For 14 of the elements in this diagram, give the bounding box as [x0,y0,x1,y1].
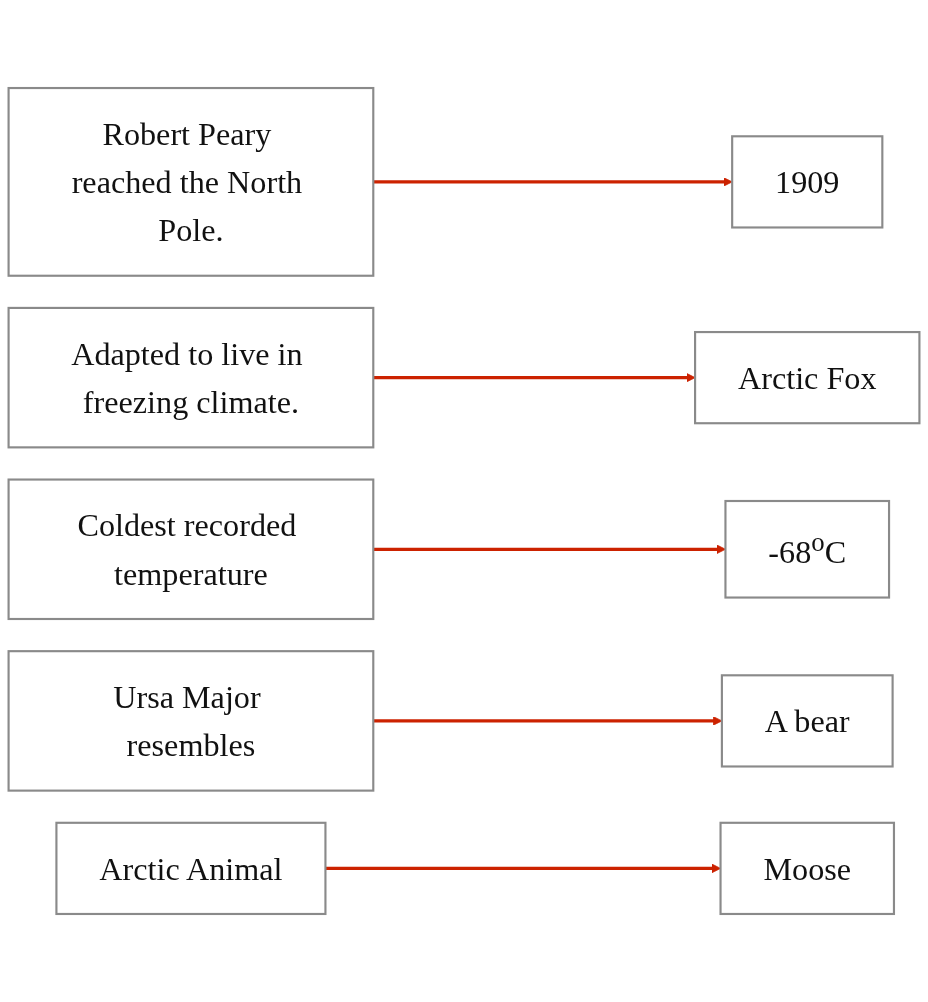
arrow [373,544,726,554]
node-box: A bear [720,674,894,768]
node-box: Ursa Major resembles [7,650,375,792]
node-box: -68$^{o}$C [724,499,891,599]
node-box: Moose [719,821,896,916]
node-box: Arctic Fox [694,331,921,425]
arrow [325,863,721,874]
node-box: Adapted to live in freezing climate. [7,306,375,449]
node-box: Coldest recorded temperature [7,478,375,621]
node-box: Arctic Animal [55,821,327,916]
node-box: Robert Peary reached the North Pole. [7,86,375,277]
node-box: 1909 [731,135,884,229]
arrow [373,177,733,187]
arrow [373,372,696,383]
